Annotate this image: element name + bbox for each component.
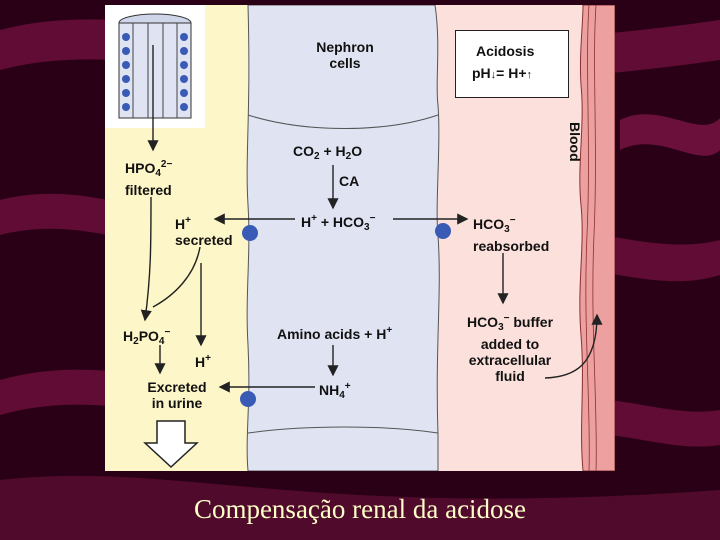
- carbonic-anhydrase-label: CA: [339, 173, 360, 189]
- nephron-diagram: Nephron cells Acidosis pH↓= H+↑ Blood CO…: [105, 5, 615, 471]
- urine-outflow-arrow: [143, 420, 199, 469]
- down-arrow-icon: ↓: [490, 69, 497, 81]
- cell-boundary: [247, 114, 439, 129]
- nephron-cells-label: Nephron cells: [305, 39, 385, 71]
- nephron-label-line2: cells: [329, 55, 361, 71]
- nh4-label: NH4+: [319, 381, 351, 401]
- filtered-to-h2po4-arrow: [140, 196, 152, 322]
- nephron-cell-column: [246, 5, 440, 471]
- swirl-stripe: [0, 475, 720, 540]
- hco3-buffer-label: HCO3− buffer added to extracellular flui…: [466, 313, 554, 384]
- hco3-reabsorbed-label: HCO3− reabsorbed: [473, 215, 550, 254]
- vessel-line: [585, 5, 590, 471]
- transporter-apical-nh4: [240, 391, 256, 407]
- slide-caption: Compensação renal da acidose: [193, 494, 527, 524]
- legend-eq: = H+: [496, 65, 527, 81]
- tubule-illustration: [105, 5, 205, 152]
- buffer-to-blood-arrow: [544, 313, 603, 379]
- swirl-stripe: [620, 114, 720, 156]
- hpo4-filtered-label: HPO42− filtered: [125, 159, 173, 198]
- legend-title: Acidosis: [476, 43, 535, 59]
- up-arrow-icon: ↑: [526, 69, 533, 81]
- h-small-label: H+: [195, 353, 211, 370]
- transporter-apical-h: [242, 225, 258, 241]
- vessel-line: [592, 5, 597, 471]
- transporter-basolateral-hco3: [435, 223, 451, 239]
- blood-label: Blood: [567, 122, 583, 162]
- amino-acids-label: Amino acids + H+: [277, 325, 393, 342]
- acidosis-legend: Acidosis pH↓= H+↑: [455, 30, 569, 98]
- cell-boundary: [247, 426, 439, 434]
- co2-h2o-label: CO2 + H2O: [293, 143, 363, 162]
- h-hco3-label: H+ + HCO3−: [301, 213, 376, 233]
- legend-ph: pH: [472, 65, 491, 81]
- blood-vessel: [579, 5, 615, 471]
- nephron-label-line1: Nephron: [316, 39, 374, 55]
- secreted-merge-arrow: [152, 246, 201, 308]
- excreted-label: Excreted in urine: [147, 379, 207, 411]
- h-secreted-label: H+ secreted: [175, 215, 233, 248]
- h2po4-label: H2PO4−: [123, 327, 171, 347]
- legend-equation: pH↓= H+↑: [472, 65, 532, 83]
